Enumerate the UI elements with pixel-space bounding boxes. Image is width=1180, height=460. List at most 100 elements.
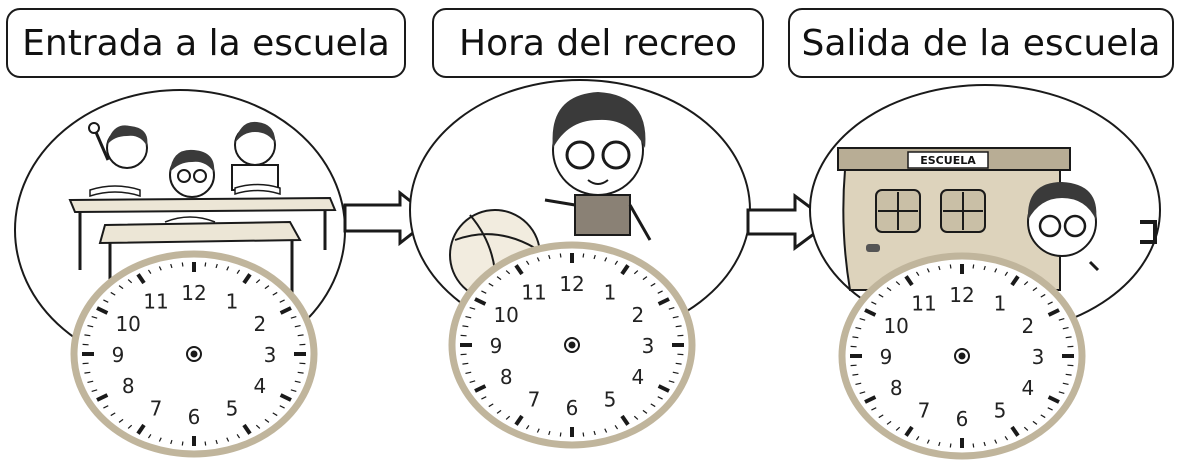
minute-tick (462, 325, 469, 328)
minute-tick (290, 316, 297, 319)
minute-tick (505, 415, 511, 420)
hour-tick (864, 395, 877, 404)
minute-tick (878, 414, 884, 419)
minute-tick (871, 301, 877, 305)
minute-tick (852, 373, 859, 376)
minute-tick (604, 257, 608, 262)
hour-tick (514, 414, 524, 426)
minute-tick (886, 420, 892, 425)
clock-center-dot (958, 352, 966, 360)
hour-tick (1047, 308, 1060, 317)
minute-tick (525, 425, 530, 430)
clock-number: 11 (143, 289, 168, 313)
minute-tick (536, 257, 540, 262)
clock-number: 7 (918, 399, 931, 423)
minute-tick (127, 279, 133, 284)
minute-tick (488, 282, 494, 287)
minute-tick (297, 334, 304, 337)
minute-tick (994, 268, 998, 273)
clock-number: 2 (631, 303, 644, 327)
minute-tick (87, 324, 94, 328)
hour-tick (620, 414, 630, 426)
minute-tick (147, 434, 152, 439)
clock-number: 9 (490, 334, 503, 358)
minute-tick (895, 426, 901, 431)
clock-number: 4 (631, 365, 644, 389)
minute-tick (84, 334, 91, 337)
minute-tick (938, 441, 941, 447)
hour-tick (1010, 275, 1020, 287)
minute-tick (672, 371, 679, 375)
minute-tick (525, 260, 530, 265)
clock-number: 8 (890, 376, 903, 400)
minute-tick (181, 441, 184, 446)
minute-tick (272, 412, 278, 417)
minute-tick (264, 285, 270, 290)
minute-tick (1058, 318, 1065, 321)
clock-number: 1 (604, 280, 617, 304)
minute-tick (938, 265, 941, 271)
minute-tick (294, 324, 301, 328)
clock-number: 5 (994, 399, 1007, 423)
minute-tick (1065, 336, 1072, 339)
label-recreo: Hora del recreo (432, 8, 764, 78)
minute-tick (633, 415, 639, 420)
minute-tick (481, 396, 487, 400)
hour-tick (474, 297, 487, 306)
minute-tick (642, 409, 648, 414)
label-salida: Salida de la escuela (788, 8, 1174, 78)
minute-tick (926, 268, 930, 273)
minute-tick (855, 382, 862, 386)
clock-number: 7 (150, 397, 163, 421)
minute-tick (158, 266, 162, 271)
minute-tick (878, 293, 884, 298)
minute-tick (1004, 271, 1009, 276)
clock-number: 11 (911, 291, 936, 315)
clock-number: 2 (1021, 314, 1034, 338)
minute-tick (226, 437, 230, 442)
clock-number: 8 (122, 374, 135, 398)
minute-tick (181, 262, 184, 267)
hour-tick (96, 306, 109, 315)
minute-tick (255, 279, 261, 284)
minute-tick (949, 264, 952, 269)
clock-number: 4 (253, 374, 266, 398)
hour-tick (514, 264, 524, 276)
minute-tick (118, 418, 124, 423)
minute-tick (488, 403, 494, 408)
hour-tick (657, 297, 670, 306)
hour-tick (242, 423, 252, 435)
clock-number: 9 (112, 343, 125, 367)
minute-tick (204, 262, 207, 267)
minute-tick (1062, 326, 1069, 330)
clock-center-dot (568, 341, 576, 349)
clock-number: 2 (253, 312, 266, 336)
minute-tick (264, 418, 270, 423)
minute-tick (672, 315, 679, 319)
minute-tick (972, 264, 975, 269)
minute-tick (668, 307, 675, 310)
hour-tick (620, 264, 630, 276)
minute-tick (859, 318, 866, 321)
minute-tick (294, 380, 301, 384)
minute-tick (91, 316, 98, 319)
minute-tick (915, 436, 920, 441)
clock-number: 12 (949, 283, 974, 307)
minute-tick (462, 362, 469, 365)
minute-tick (614, 425, 619, 430)
clock-number: 4 (1021, 376, 1034, 400)
minute-tick (255, 424, 261, 429)
recess-scene (409, 79, 751, 341)
minute-tick (469, 380, 476, 383)
minute-tick (650, 282, 656, 287)
minute-tick (279, 299, 285, 303)
minute-tick (87, 380, 94, 384)
minute-tick (1032, 287, 1038, 292)
clock-number: 12 (181, 281, 206, 305)
clock-number: 8 (500, 365, 513, 389)
minute-tick (1058, 391, 1065, 394)
minute-tick (215, 263, 218, 269)
